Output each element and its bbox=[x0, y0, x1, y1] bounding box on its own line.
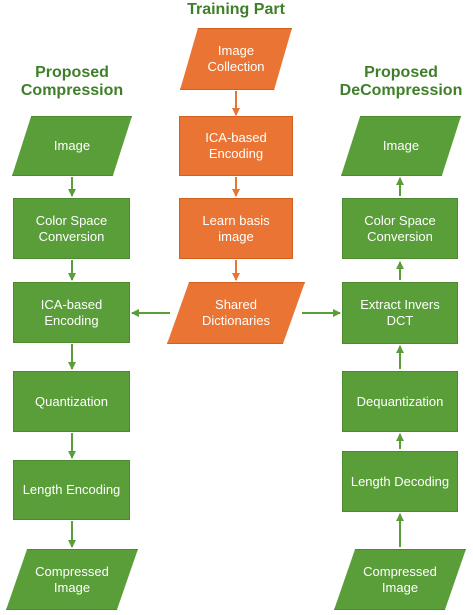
length-decoding-node: Length Decoding bbox=[342, 451, 458, 512]
decompression-heading-line-2: DeCompression bbox=[339, 82, 463, 100]
compression-heading-line-2: Compression bbox=[20, 82, 124, 100]
training-ica-encoding-node: ICA-based Encoding bbox=[179, 116, 293, 176]
compression-heading: Proposed Compression bbox=[4, 64, 140, 101]
length-encoding-node: Length Encoding bbox=[13, 460, 130, 520]
extract-invers-dct-node: Extract Invers DCT bbox=[342, 282, 458, 344]
image-collection-node: Image Collection bbox=[180, 28, 292, 90]
quantization-node: Quantization bbox=[13, 371, 130, 432]
decompression-image-node: Image bbox=[341, 116, 461, 176]
learn-basis-image-node: Learn basis image bbox=[179, 198, 293, 259]
compression-color-space-node: Color Space Conversion bbox=[13, 198, 130, 259]
training-heading: Training Part bbox=[187, 1, 285, 18]
compression-image-node: Image bbox=[12, 116, 132, 176]
decompression-heading-line-1: Proposed bbox=[364, 64, 438, 81]
dequantization-node: Dequantization bbox=[342, 371, 458, 432]
shared-dictionaries-node: Shared Dictionaries bbox=[167, 282, 305, 344]
decompression-compressed-image-node: Compressed Image bbox=[334, 549, 466, 610]
decompression-color-space-node: Color Space Conversion bbox=[342, 198, 458, 259]
compression-compressed-image-node: Compressed Image bbox=[6, 549, 138, 610]
compression-heading-line-1: Proposed bbox=[35, 64, 109, 81]
decompression-heading: Proposed DeCompression bbox=[330, 64, 472, 101]
compression-ica-encoding-node: ICA-based Encoding bbox=[13, 282, 130, 343]
